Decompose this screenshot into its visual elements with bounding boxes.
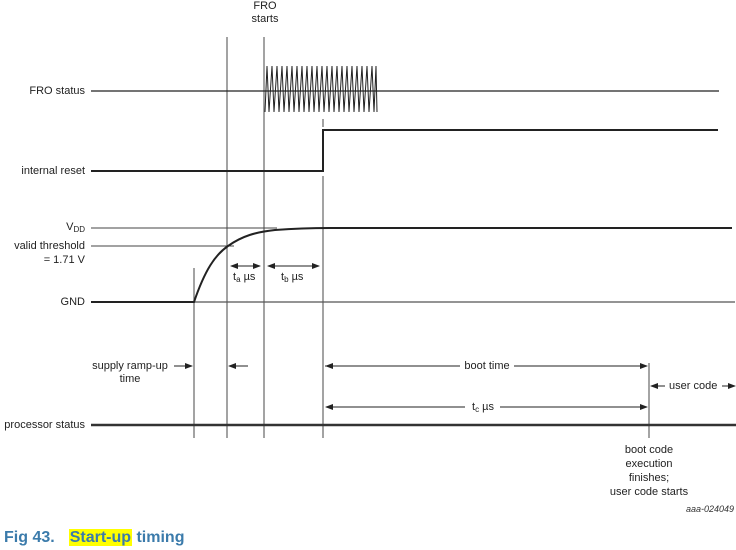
tc-unit: µs bbox=[479, 401, 494, 413]
boot-time-label: boot time bbox=[464, 360, 510, 372]
fro-starts-line2: starts bbox=[251, 13, 279, 25]
boot-end-line3: finishes; bbox=[628, 472, 670, 484]
tb-unit: µs bbox=[288, 271, 304, 283]
vdd-label: VDD bbox=[66, 221, 85, 236]
gnd-label: GND bbox=[60, 296, 85, 308]
fro-oscillation bbox=[264, 65, 378, 113]
tc-label: tc µs bbox=[472, 401, 494, 416]
tb-label: tb µs bbox=[281, 271, 303, 286]
internal-reset-label: internal reset bbox=[21, 165, 85, 177]
vdd-sub: DD bbox=[73, 225, 85, 234]
fro-starts-label: FRO starts bbox=[246, 0, 284, 26]
figure-caption: Fig 43. Start-up timing bbox=[4, 529, 184, 547]
internal-reset-waveform bbox=[91, 129, 718, 172]
boot-end-line1: boot code bbox=[624, 444, 674, 456]
tb-sub: b bbox=[284, 275, 289, 284]
ta-unit: µs bbox=[240, 271, 256, 283]
figure-number: Fig 43. bbox=[4, 529, 55, 546]
ta-main: t bbox=[233, 271, 237, 283]
event-lines bbox=[193, 37, 650, 438]
ta-sub: a bbox=[236, 275, 241, 284]
caption-rest: timing bbox=[136, 529, 185, 546]
boot-end-line2: execution bbox=[625, 458, 673, 470]
threshold-label-1: valid threshold bbox=[14, 240, 85, 252]
figure-id-code: aaa-024049 bbox=[685, 504, 734, 514]
tb-main: t bbox=[281, 271, 285, 283]
threshold-label-2: = 1.71 V bbox=[43, 254, 85, 266]
ta-label: ta µs bbox=[233, 271, 255, 286]
processor-status-label: processor status bbox=[4, 419, 85, 431]
supply-ramp-label: supply ramp-up time bbox=[88, 360, 172, 386]
boot-end-label: boot code execution finishes; user code … bbox=[599, 443, 699, 499]
fro-status-label: FRO status bbox=[29, 85, 85, 97]
vdd-waveform bbox=[91, 227, 732, 303]
tc-main: t bbox=[472, 401, 476, 413]
caption-highlight: Start-up bbox=[68, 529, 133, 546]
fro-starts-line1: FRO bbox=[253, 0, 277, 12]
vdd-main: V bbox=[66, 221, 74, 233]
tc-sub: c bbox=[475, 405, 480, 414]
user-code-label: user code bbox=[669, 380, 718, 392]
boot-end-line4: user code starts bbox=[609, 486, 689, 498]
supply-ramp-line2: time bbox=[119, 373, 141, 385]
supply-ramp-line1: supply ramp-up bbox=[92, 360, 168, 372]
